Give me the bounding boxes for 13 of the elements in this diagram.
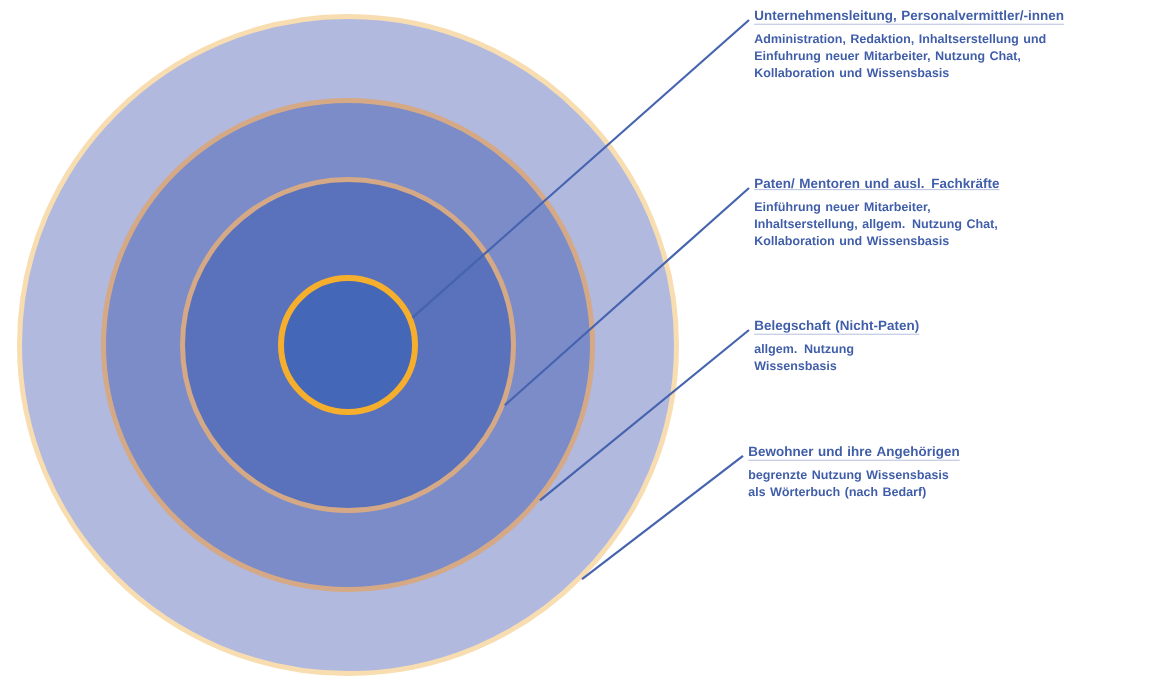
leader-line: [539, 329, 750, 502]
leader-line: [581, 455, 744, 580]
group-heading: Bewohner und ihre Angehörigen: [748, 446, 960, 461]
group-heading: Paten/ Mentoren und ausl. Fachkräfte: [754, 178, 1000, 190]
usage-description: Einführung neuer Mitarbeiter, Inhaltserstellung, allgem. Nutzung Chat, Kollaboration und Wissensbasis: [755, 201, 997, 246]
group-heading: Unternehmensleitung, Personalvermittler/-innen: [754, 10, 1065, 25]
group-heading: Belegschaft (Nicht-Paten): [754, 320, 920, 335]
ring-circle: [278, 275, 418, 415]
usage-description: begrenzte Nutzung Wissensbasis als Wörterbuch (nach Bedarf): [748, 469, 949, 499]
leader-line: [411, 19, 750, 319]
usage-description: allgem. Nutzung Wissensbasis: [754, 343, 854, 371]
leader-line: [504, 187, 750, 406]
usage-description: Administration, Redaktion, Inhaltserstellung und Einfuhrung neuer Mitarbeiter, Nutzung Chat, Kollaboration und Wissensbasis: [754, 33, 1046, 78]
